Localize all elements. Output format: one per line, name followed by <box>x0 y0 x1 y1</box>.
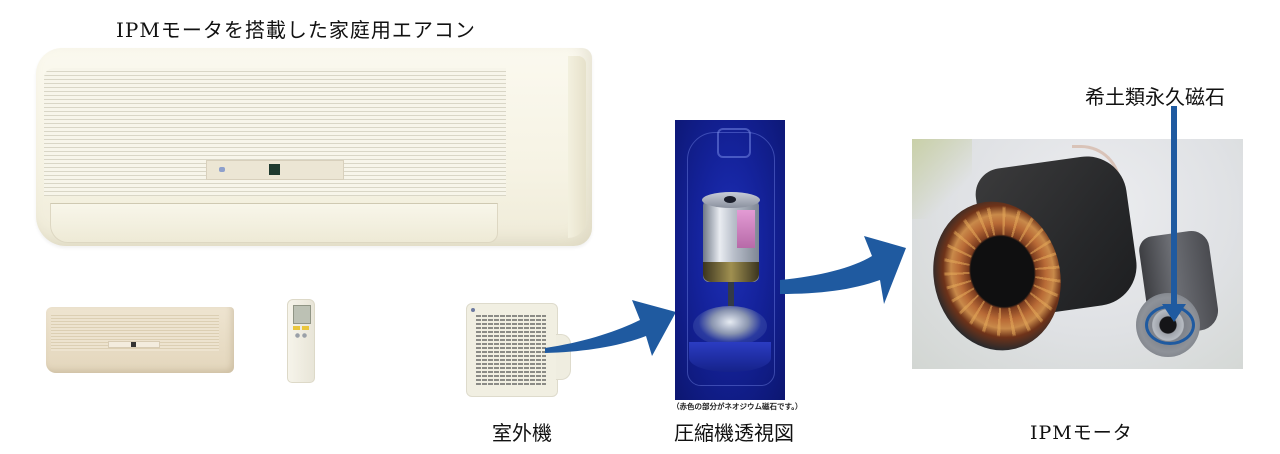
small-unit-display-strip <box>108 341 160 348</box>
rotor-top <box>702 192 760 208</box>
compressor-shell-outline <box>687 132 775 386</box>
small-indoor-unit-image <box>46 307 234 373</box>
indoor-air-conditioner-image <box>36 48 592 246</box>
compressor-note: （赤色の部分がネオジウム磁石です。） <box>672 402 803 411</box>
remote-screen <box>293 305 311 324</box>
outdoor-unit-image <box>466 303 571 397</box>
indicator-light <box>219 167 225 172</box>
compression-mechanism <box>693 306 767 346</box>
outdoor-fan-grille <box>476 315 546 387</box>
compressor-base <box>689 342 771 372</box>
small-unit-display <box>131 342 136 347</box>
remote-controller-image <box>287 299 315 383</box>
display-window <box>269 164 280 175</box>
rare-earth-magnet-label: 希土類永久磁石 <box>1085 85 1225 109</box>
neodymium-magnet-highlight <box>737 210 755 248</box>
compressor-shaft <box>728 282 734 310</box>
outdoor-unit-label: 室外機 <box>492 421 552 445</box>
stator-band <box>703 262 759 282</box>
compressor-terminal <box>717 128 751 158</box>
magnet-pointer-line <box>1171 106 1177 318</box>
control-display-panel <box>206 160 344 180</box>
ipm-motor-label: IPMモータ <box>1030 422 1133 444</box>
rotor-shaft-hole <box>724 196 736 203</box>
side-cover <box>568 56 586 238</box>
remote-buttons-lower <box>294 333 308 338</box>
air-outlet-flap <box>50 203 498 243</box>
compressor-cutaway-image <box>675 120 785 400</box>
remote-buttons <box>293 326 309 330</box>
diagram-title: IPMモータを搭載した家庭用エアコン <box>116 18 476 42</box>
compressor-cutaway-label: 圧縮機透視図 <box>674 421 794 445</box>
curved-arrow-icon <box>780 236 906 304</box>
curved-arrow-icon <box>545 300 676 356</box>
ipm-motor-photo <box>912 139 1243 369</box>
brand-logo-icon <box>471 308 475 312</box>
ipm-motor-rotor-cutaway <box>702 192 760 282</box>
arrow-down-icon <box>1162 304 1186 322</box>
